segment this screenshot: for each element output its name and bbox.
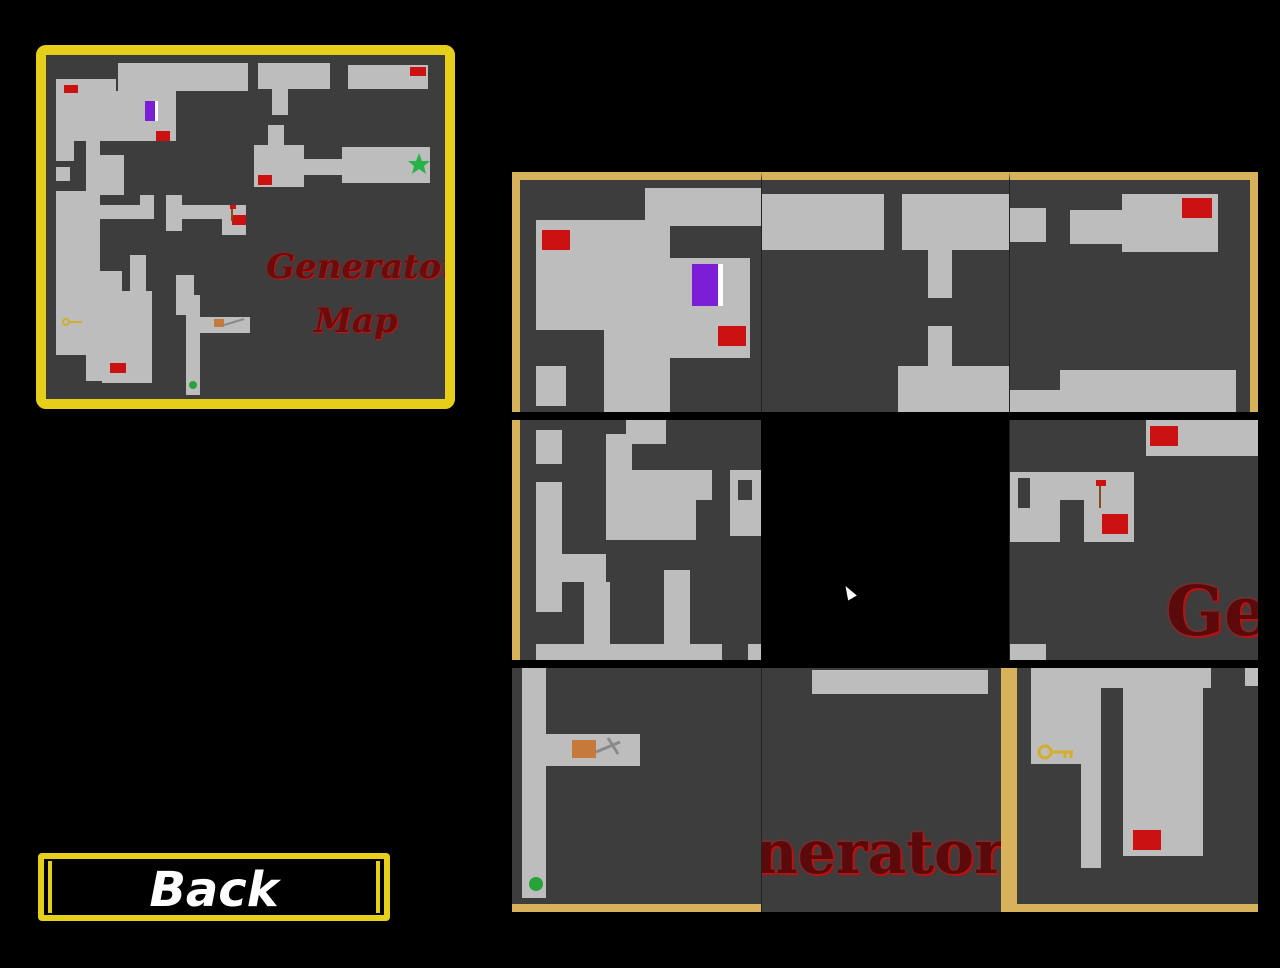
red-room-marker — [1150, 426, 1178, 446]
purple-door-icon — [145, 101, 157, 121]
axe-icon — [1096, 480, 1106, 508]
generator-minimap: Generator Map — [36, 45, 455, 409]
back-button[interactable]: Back — [38, 853, 390, 921]
puzzle-tile-8[interactable]: nerator — [761, 668, 1009, 912]
puzzle-tile-7[interactable] — [512, 668, 761, 912]
minimap-title-line1: Generator — [266, 247, 455, 287]
red-room-marker — [718, 326, 746, 346]
red-room-marker — [1182, 198, 1212, 218]
green-dot-icon — [189, 381, 197, 389]
puzzle-tile-3[interactable] — [1009, 172, 1258, 412]
puzzle-tile-2[interactable] — [761, 172, 1009, 412]
purple-door-icon — [692, 264, 718, 306]
green-star-icon — [408, 153, 430, 174]
crossbow-icon — [214, 318, 245, 327]
red-room-marker — [64, 67, 426, 373]
sliding-puzzle-board: Ge nerator — [512, 172, 1258, 912]
puzzle-empty-slot[interactable] — [761, 420, 1009, 660]
map-title-fragment-nerator: nerator — [761, 818, 1006, 888]
back-button-label: Back — [149, 862, 279, 918]
green-dot-icon — [529, 877, 543, 891]
red-room-marker — [1102, 514, 1128, 534]
crossbow-icon — [572, 737, 621, 758]
puzzle-tile-9[interactable] — [1009, 668, 1258, 912]
puzzle-tile-4[interactable] — [512, 420, 761, 660]
puzzle-tile-1[interactable] — [512, 172, 761, 412]
minimap-title-line2: Map — [314, 301, 398, 341]
key-icon — [1037, 744, 1073, 760]
red-room-marker — [1133, 830, 1161, 850]
axe-icon — [230, 205, 236, 221]
red-room-marker — [542, 230, 570, 250]
minimap-floorplan — [56, 63, 430, 395]
puzzle-tile-6[interactable]: Ge — [1009, 420, 1258, 660]
map-title-fragment-ge: Ge — [1166, 572, 1258, 652]
key-icon — [62, 318, 82, 326]
